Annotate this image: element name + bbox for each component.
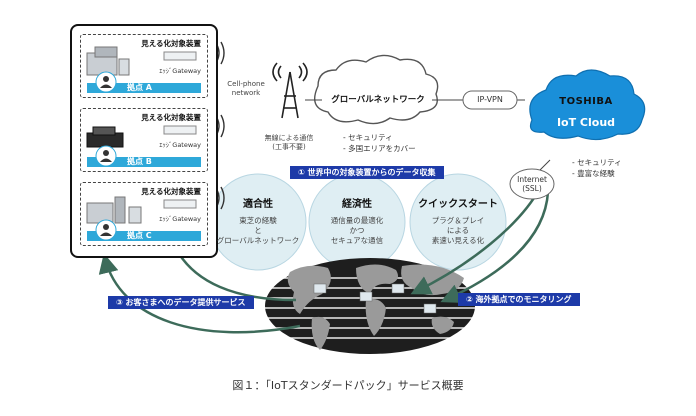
site-panel: 見える化対象装置 ｴｯｼﾞGateway 拠点 A 見える化対象装置 ｴｯｼﾞG…	[70, 24, 218, 258]
arrow-cloud-to-monitoring-2	[440, 191, 550, 303]
wireless-label: 無線による通信 (工事不要)	[252, 134, 326, 152]
equipment-icon	[86, 196, 142, 224]
toshiba-logo: TOSHIBA	[559, 96, 613, 107]
iot-cloud-title: IoT Cloud	[556, 116, 616, 129]
internet-text: Internet	[517, 175, 547, 184]
global-point-coverage: - 多国エリアをカバー	[343, 143, 416, 153]
site-b-gateway-label: ｴｯｼﾞGateway	[159, 141, 201, 149]
cloud-point-experience: - 豊富な経験	[572, 168, 615, 178]
site-a-name: 拠点 A	[127, 83, 152, 92]
site-b-title: 見える化対象装置	[141, 113, 201, 122]
world-map	[265, 258, 475, 354]
feature-compatibility-line1: 東芝の経験	[239, 215, 277, 225]
feature-compatibility-title: 適合性	[243, 199, 273, 210]
global-network-points: - セキュリティ - 多国エリアをカバー	[343, 133, 416, 154]
arrow-cloud-to-monitoring-1	[410, 187, 542, 295]
feature-quickstart-line2: による	[446, 225, 470, 235]
feature-quickstart-line1: プラグ＆プレイ	[431, 215, 485, 225]
site-c: 見える化対象装置 ｴｯｼﾞGateway 拠点 C	[80, 182, 208, 246]
wireless-signal-icon	[216, 41, 225, 210]
wireless-text: 無線による通信	[264, 134, 314, 142]
internet-label: Internet (SSL)	[510, 175, 554, 194]
operator-icon	[95, 71, 117, 93]
site-a-title: 見える化対象装置	[141, 39, 201, 48]
feature-compatibility-line3: グローバルネットワーク	[216, 235, 300, 245]
ipvpn-pill	[462, 90, 518, 110]
feature-quickstart-line3: 素速い見える化	[431, 235, 485, 245]
label-data-service: ③ お客さまへのデータ提供サービス	[108, 296, 254, 309]
label-data-collection: ① 世界中の対象装置からのデータ収集	[290, 166, 444, 179]
feature-economy-line1: 通信量の最適化	[330, 215, 384, 225]
cellphone-network-label: Cell-phone network	[227, 80, 265, 98]
feature-economy-title: 経済性	[342, 199, 372, 210]
feature-circle-quickstart	[409, 173, 507, 271]
feature-compatibility-line2: と	[254, 225, 262, 235]
feature-compatibility: 適合性 東芝の経験 と グローバルネットワーク	[210, 198, 306, 246]
feature-economy-line3: セキュアな通信	[330, 235, 384, 245]
feature-quickstart: クイックスタート プラグ＆プレイ による 素速い見える化	[410, 198, 506, 246]
global-point-security: - セキュリティ	[343, 133, 393, 142]
global-network-cloud	[314, 54, 439, 125]
equipment-icon	[86, 46, 130, 76]
site-b-bar: 拠点 B	[87, 157, 201, 167]
figure-caption: 図１：「IoTスタンダードパック」サービス概要	[232, 379, 464, 392]
site-a-bar: 拠点 A	[87, 83, 201, 93]
operator-icon	[95, 145, 117, 167]
arrow-data-service-to-site	[98, 253, 301, 334]
cell-tower-icon	[272, 62, 308, 119]
feature-quickstart-title: クイックスタート	[418, 199, 498, 210]
site-c-title: 見える化対象装置	[141, 187, 201, 196]
site-a-gateway-label: ｴｯｼﾞGateway	[159, 67, 201, 75]
site-b-name: 拠点 B	[127, 157, 152, 166]
iot-cloud-shape	[529, 69, 646, 141]
feature-economy-line2: かつ	[349, 225, 365, 235]
internet-bubble	[509, 168, 555, 200]
global-network-label: グローバルネットワーク	[331, 95, 425, 105]
gateway-icon	[163, 199, 197, 209]
site-c-gateway-label: ｴｯｼﾞGateway	[159, 215, 201, 223]
site-b: 見える化対象装置 ｴｯｼﾞGateway 拠点 B	[80, 108, 208, 172]
site-c-bar: 拠点 C	[87, 231, 201, 241]
ipvpn-label: IP-VPN	[477, 95, 503, 104]
feature-economy: 経済性 通信量の最適化 かつ セキュアな通信	[309, 198, 405, 246]
wireless-note: (工事不要)	[272, 143, 306, 152]
site-a: 見える化対象装置 ｴｯｼﾞGateway 拠点 A	[80, 34, 208, 98]
gateway-icon	[163, 51, 197, 61]
operator-icon	[95, 219, 117, 241]
cloud-point-security: - セキュリティ	[572, 158, 622, 167]
ssl-text: (SSL)	[522, 184, 542, 194]
gateway-icon	[163, 125, 197, 135]
label-overseas-monitoring: ② 海外拠点でのモニタリング	[458, 293, 580, 306]
cloud-points: - セキュリティ - 豊富な経験	[572, 158, 622, 179]
site-c-name: 拠点 C	[127, 231, 152, 240]
